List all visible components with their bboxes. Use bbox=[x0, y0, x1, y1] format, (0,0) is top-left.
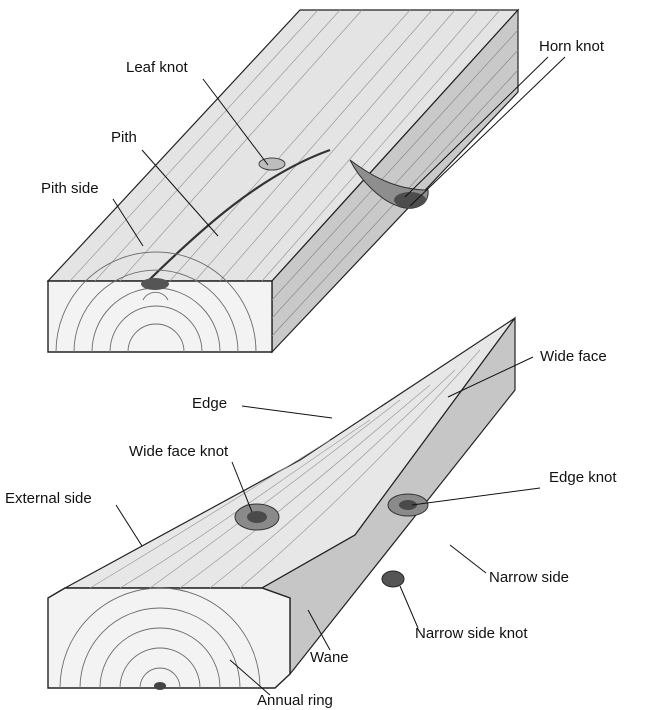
label-edge-knot: Edge knot bbox=[549, 470, 617, 485]
top-board bbox=[48, 10, 518, 352]
label-horn-knot: Horn knot bbox=[539, 39, 604, 54]
narrow-side-knot-mark bbox=[382, 571, 404, 587]
label-leaf-knot: Leaf knot bbox=[126, 60, 188, 75]
bottom-board-end-face bbox=[48, 588, 290, 688]
label-wane: Wane bbox=[310, 650, 349, 665]
label-narrow-side-knot: Narrow side knot bbox=[415, 626, 528, 641]
label-wide-face-knot: Wide face knot bbox=[129, 444, 228, 459]
leaf-knot-mark bbox=[259, 158, 285, 170]
label-pith-side: Pith side bbox=[41, 181, 99, 196]
label-pith: Pith bbox=[111, 130, 137, 145]
label-narrow-side: Narrow side bbox=[489, 570, 569, 585]
label-annual-ring: Annual ring bbox=[257, 693, 333, 708]
label-edge: Edge bbox=[192, 396, 227, 411]
label-external-side: External side bbox=[5, 491, 92, 506]
label-wide-face: Wide face bbox=[540, 349, 607, 364]
